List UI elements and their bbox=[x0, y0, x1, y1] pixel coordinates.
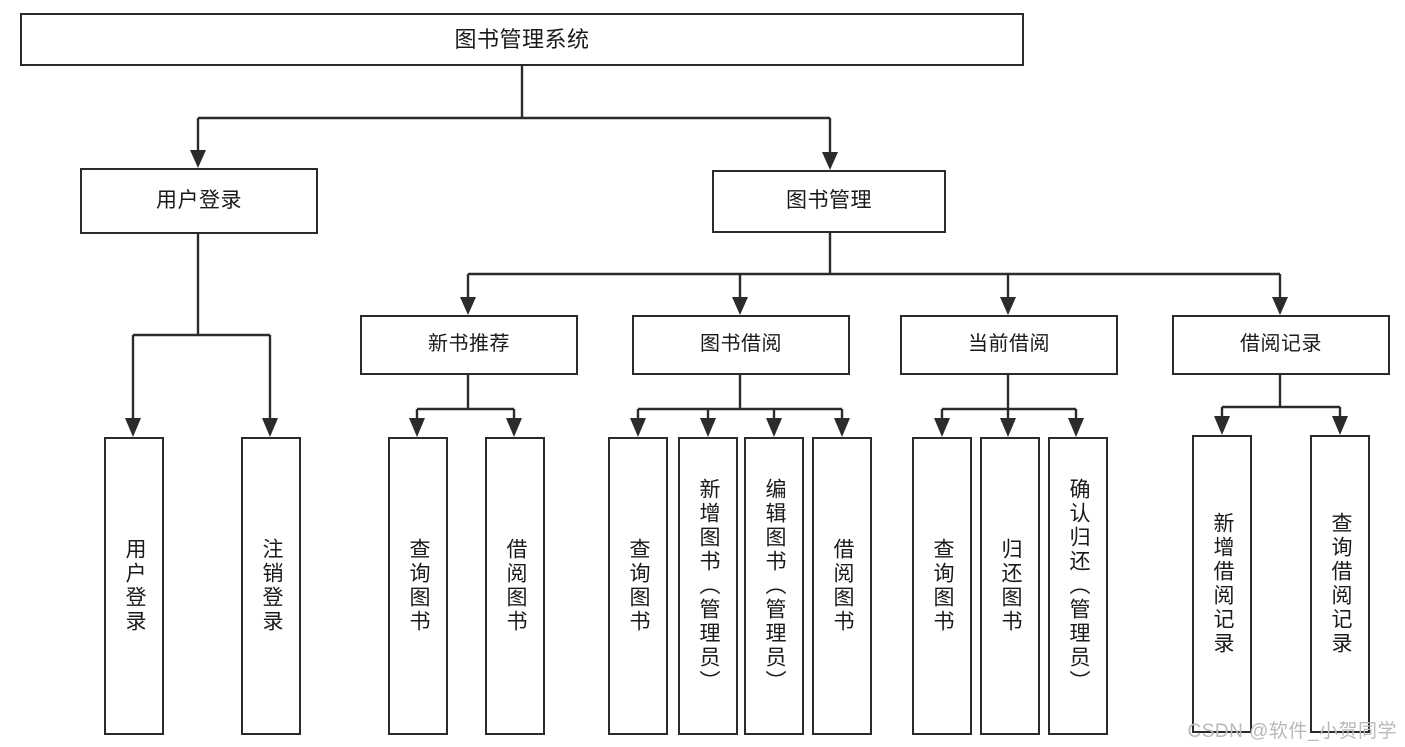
leaf-borrow-book-new-recommend[interactable]: 借阅图书 bbox=[485, 437, 545, 735]
leaf-query-book-new-recommend[interactable]: 查询图书 bbox=[388, 437, 448, 735]
node-label: 新增借阅记录 bbox=[1211, 512, 1235, 656]
node-label: 查询图书 bbox=[931, 538, 955, 634]
leaf-query-borrow-record[interactable]: 查询借阅记录 bbox=[1310, 435, 1370, 733]
leaf-logout-login[interactable]: 注销登录 bbox=[241, 437, 301, 735]
node-book-borrow[interactable]: 图书借阅 bbox=[632, 315, 850, 375]
leaf-user-login[interactable]: 用户登录 bbox=[104, 437, 164, 735]
node-book-management[interactable]: 图书管理 bbox=[712, 170, 946, 233]
node-label: 图书借阅 bbox=[700, 333, 782, 356]
node-borrow-record[interactable]: 借阅记录 bbox=[1172, 315, 1390, 375]
node-label: 图书管理系统 bbox=[454, 26, 590, 52]
leaf-add-book-admin[interactable]: 新增图书（管理员） bbox=[678, 437, 738, 735]
leaf-query-book-borrow[interactable]: 查询图书 bbox=[608, 437, 668, 735]
node-label: 编辑图书（管理员） bbox=[763, 478, 787, 694]
node-label: 查询图书 bbox=[407, 538, 431, 634]
leaf-borrow-book[interactable]: 借阅图书 bbox=[812, 437, 872, 735]
node-label: 确认归还（管理员） bbox=[1067, 478, 1091, 694]
node-label: 图书管理 bbox=[786, 189, 872, 213]
node-user-login[interactable]: 用户登录 bbox=[80, 168, 318, 234]
leaf-confirm-return-admin[interactable]: 确认归还（管理员） bbox=[1048, 437, 1108, 735]
node-label: 查询借阅记录 bbox=[1329, 512, 1353, 656]
node-label: 新增图书（管理员） bbox=[697, 478, 721, 694]
node-label: 新书推荐 bbox=[428, 333, 510, 356]
node-label: 借阅图书 bbox=[504, 538, 528, 634]
node-label: 注销登录 bbox=[260, 538, 284, 634]
node-label: 查询图书 bbox=[627, 538, 651, 634]
node-label: 借阅图书 bbox=[831, 538, 855, 634]
watermark-text: CSDN @软件_小贺同学 bbox=[1187, 721, 1397, 742]
node-root-book-management-system[interactable]: 图书管理系统 bbox=[20, 13, 1024, 66]
leaf-add-borrow-record[interactable]: 新增借阅记录 bbox=[1192, 435, 1252, 733]
node-new-book-recommend[interactable]: 新书推荐 bbox=[360, 315, 578, 375]
node-label: 归还图书 bbox=[999, 538, 1023, 634]
leaf-edit-book-admin[interactable]: 编辑图书（管理员） bbox=[744, 437, 804, 735]
node-label: 用户登录 bbox=[156, 188, 242, 212]
node-label: 借阅记录 bbox=[1240, 333, 1322, 356]
node-label: 当前借阅 bbox=[968, 333, 1050, 356]
node-label: 用户登录 bbox=[123, 538, 147, 634]
node-current-borrow[interactable]: 当前借阅 bbox=[900, 315, 1118, 375]
leaf-query-book-current[interactable]: 查询图书 bbox=[912, 437, 972, 735]
leaf-return-book[interactable]: 归还图书 bbox=[980, 437, 1040, 735]
